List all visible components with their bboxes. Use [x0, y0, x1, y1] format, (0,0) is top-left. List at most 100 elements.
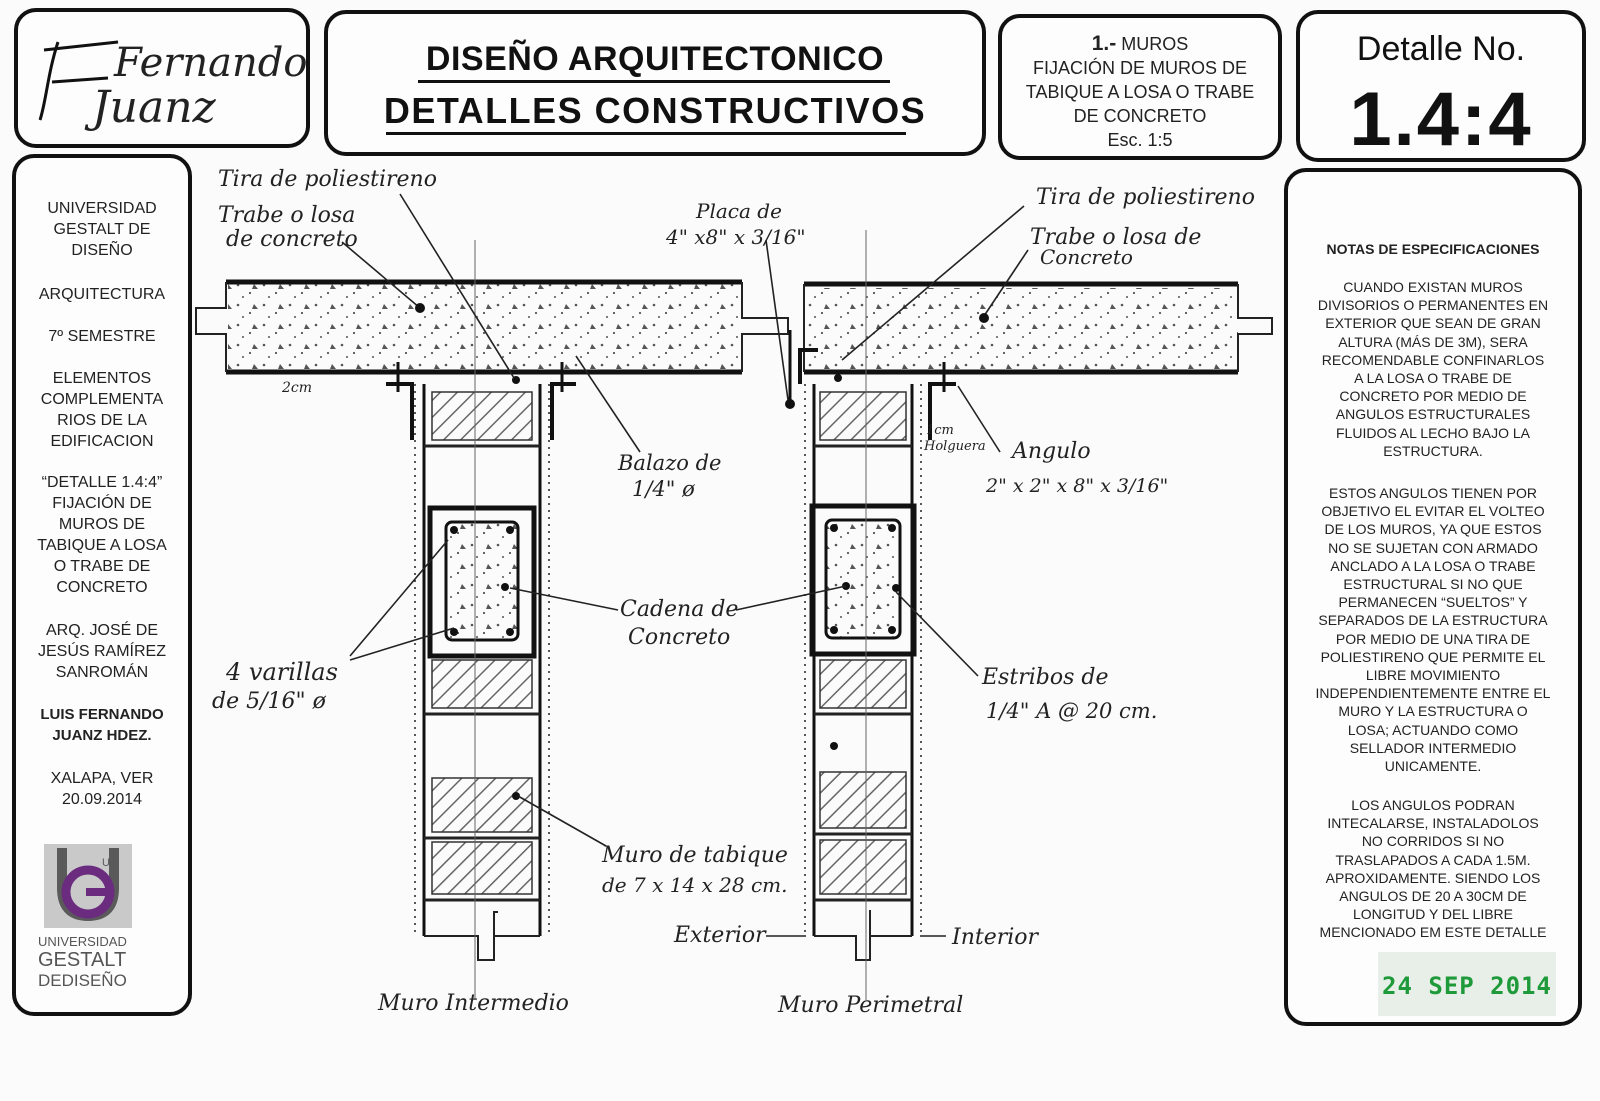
notes-line: TRASLAPADOS A CADA 1.5M.: [1335, 851, 1531, 868]
label-muro-intermedio: Muro Intermedio: [377, 991, 569, 1016]
notes-line: ALTURA (MÁS DE 3M), SERA: [1338, 333, 1528, 350]
label-cadena-2: Concreto: [628, 625, 730, 650]
title-box: DISEÑO ARQUITECTONICO DETALLES CONSTRUCT…: [324, 10, 986, 156]
logo-line1: Fernando: [113, 40, 306, 86]
label-placa-1: Placa de: [695, 199, 782, 223]
date-stamp: 24 SEP 2014: [1378, 952, 1556, 1016]
description-heading: 1.- MUROS: [1002, 32, 1278, 56]
sidebar-line: FIJACIÓN DE: [52, 495, 152, 512]
notes-line: UNICAMENTE.: [1384, 758, 1482, 775]
notes-line: OBJETIVO EL EVITAR EL VOLTEO: [1321, 503, 1545, 520]
notes-line: LOSA; ACTUANDO COMO: [1347, 721, 1519, 738]
label-balazo-1: Balazo de: [617, 451, 721, 475]
sidebar-line: CONCRETO: [56, 579, 148, 596]
label-muro-tabique-1: Muro de tabique: [601, 843, 788, 868]
description-scale: Esc. 1:5: [1107, 130, 1173, 150]
notes-line: CUANDO EXISTAN MUROS: [1343, 279, 1523, 295]
sidebar-line: UNIVERSIDAD: [47, 200, 157, 217]
title-line-2: DETALLES CONSTRUCTIVOS: [383, 90, 927, 131]
notes-line: POLIESTIRENO QUE PERMITE EL: [1320, 648, 1546, 665]
notes-line: RECOMENDABLE CONFINARLOS: [1321, 351, 1545, 368]
slab-right: [803, 281, 1273, 375]
sidebar-detail-title: “DETALLE 1.4:4” FIJACIÓN DE MUROS DE TAB…: [16, 472, 188, 598]
label-estribos-1: Estribos de: [981, 665, 1108, 690]
sidebar-university: UNIVERSIDAD GESTALT DE DISEÑO: [16, 198, 188, 261]
notes-line: ANGULOS ESTRUCTURALES: [1335, 406, 1531, 423]
label-muro-perimetral: Muro Perimetral: [777, 993, 963, 1018]
description-category: MUROS: [1121, 34, 1189, 54]
sidebar-line: 20.09.2014: [61, 791, 143, 808]
label-tira-left: Tira de poliestireno: [218, 167, 437, 192]
description-line: TABIQUE A LOSA O TRABE: [1025, 82, 1255, 102]
label-placa-2: 4" x8" x 3/16": [665, 225, 806, 249]
label-trabe-right-2: Concreto: [1040, 245, 1133, 269]
university-logo: UG UNIVERSIDAD GESTALT DEDISEÑO: [38, 844, 132, 990]
label-trabe-right-1: Trabe o losa de: [1030, 225, 1201, 250]
label-1cm: 1cm: [926, 423, 954, 438]
notes-paragraph-2: ESTOS ANGULOS TIENEN POR OBJETIVO EL EVI…: [1288, 484, 1578, 775]
concrete-chain-right: [809, 503, 917, 657]
label-2cm: 2cm: [281, 380, 312, 396]
sidebar-semester: 7º SEMESTRE: [48, 328, 156, 345]
logo-letters: UG: [102, 857, 119, 869]
notes-line: MENCIONADO EM ESTE DETALLE: [1319, 924, 1547, 941]
label-trabe-left-2: de concreto: [226, 227, 358, 252]
notes-line: NO CORRIDOS SI NO: [1361, 833, 1505, 850]
sidebar-line: MUROS DE: [58, 516, 146, 533]
notes-line: NO SE SUJETAN CON ARMADO: [1328, 539, 1538, 556]
notes-line: LIBRE MOVIMIENTO: [1365, 667, 1501, 684]
notes-paragraph-3: LOS ANGULOS PODRAN INTECALARSE, INSTALAD…: [1288, 796, 1578, 942]
notes-line: LONGITUD Y DEL LIBRE: [1352, 906, 1513, 923]
notes-line: FLUIDOS AL LECHO BAJO LA: [1336, 424, 1530, 441]
notes-line: INTECALARSE, INSTALADOLOS: [1327, 815, 1539, 832]
label-muro-tabique-2: de 7 x 14 x 28 cm.: [602, 873, 788, 897]
annotation-labels: Tira de poliestireno Trabe o losa de con…: [212, 167, 1255, 1018]
label-estribos-2: 1/4" A @ 20 cm.: [986, 699, 1157, 723]
concrete-chain-left: [427, 505, 537, 659]
label-holguera: Holguera: [923, 439, 986, 454]
sidebar-line: JUANZ HDEZ.: [52, 727, 152, 744]
label-trabe-left-1: Trabe o losa: [218, 203, 355, 228]
detail-description-box: 1.- MUROS FIJACIÓN DE MUROS DE TABIQUE A…: [998, 14, 1282, 160]
description-number: 1.-: [1091, 32, 1117, 55]
sidebar-teacher: ARQ. JOSÉ DE JESÚS RAMÍREZ SANROMÁN: [16, 620, 188, 683]
title-underline-2: [386, 132, 906, 135]
label-varillas-1: 4 varillas: [225, 658, 338, 686]
sidebar-line: GESTALT DE: [53, 221, 151, 238]
sidebar-line: O TRABE DE: [53, 558, 151, 575]
sidebar-line: COMPLEMENTA: [40, 391, 164, 408]
notes-line: ESTRUCTURA.: [1383, 442, 1483, 459]
label-cadena-1: Cadena de: [620, 597, 738, 622]
notes-heading: NOTAS DE ESPECIFICACIONES: [1326, 241, 1540, 257]
detail-number-box: Detalle No. 1.4:4: [1296, 10, 1586, 162]
construction-detail-drawing: Tira de poliestireno Trabe o losa de con…: [195, 167, 1273, 1018]
notes-line: CONCRETO POR MEDIO DE: [1339, 388, 1527, 405]
label-varillas-2: de 5/16" ø: [212, 689, 327, 714]
date-stamp-text: 24 SEP 2014: [1382, 972, 1552, 1000]
wall-perimeter: [785, 230, 956, 1000]
info-sidebar: UNIVERSIDAD GESTALT DE DISEÑO ARQUITECTU…: [12, 154, 192, 1016]
notes-line: ESTOS ANGULOS TIENEN POR: [1329, 485, 1537, 501]
sidebar-career: ARQUITECTURA: [38, 286, 166, 303]
sidebar-line: DISEÑO: [71, 242, 133, 259]
notes-line: INDEPENDIENTEMENTE ENTRE EL: [1315, 685, 1551, 702]
notes-line: PERMANECEN “SUELTOS” Y: [1338, 594, 1528, 611]
wall-intermediate: [386, 240, 576, 1000]
sidebar-line: ARQ. JOSÉ DE: [45, 622, 159, 639]
notes-box: NOTAS DE ESPECIFICACIONES CUANDO EXISTAN…: [1284, 168, 1582, 1026]
notes-line: APROXIDAMENTE. SIENDO LOS: [1325, 869, 1541, 886]
notes-line: SELLADOR INTERMEDIO: [1349, 739, 1517, 756]
notes-line: EXTERIOR QUE SEAN DE GRAN: [1325, 315, 1541, 332]
title-line-1: DISEÑO ARQUITECTONICO: [425, 40, 885, 78]
label-tira-right: Tira de poliestireno: [1036, 185, 1255, 210]
label-balazo-2: 1/4" ø: [632, 477, 695, 501]
detail-number: 1.4:4: [1349, 77, 1533, 162]
notes-line: ESTRUCTURAL SI NO QUE: [1343, 576, 1523, 593]
label-exterior: Exterior: [673, 923, 767, 948]
detail-description: 1.- MUROS FIJACIÓN DE MUROS DE TABIQUE A…: [1002, 32, 1278, 152]
label-angulo-2: 2" x 2" x 8" x 3/16": [985, 475, 1168, 497]
notes-line: LOS ANGULOS PODRAN: [1351, 797, 1515, 813]
detail-label: Detalle No.: [1356, 30, 1526, 68]
sidebar-line: JESÚS RAMÍREZ: [37, 643, 166, 660]
